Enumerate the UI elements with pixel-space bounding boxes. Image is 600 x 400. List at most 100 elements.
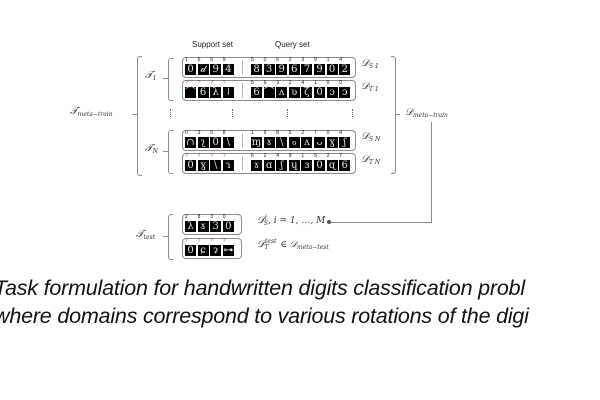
task1-brace xyxy=(168,58,173,101)
vertical-ellipsis xyxy=(170,109,173,117)
digit-label: 6 xyxy=(251,153,254,159)
handwritten-digit: ɣ xyxy=(329,137,336,148)
digit-label: 5 xyxy=(210,57,213,63)
digit-label: 1 xyxy=(326,57,330,63)
digit-label: 4 xyxy=(339,130,342,136)
digit-label: 2 xyxy=(185,214,188,220)
digit-label: 1 xyxy=(251,130,254,136)
digit-label: 2 xyxy=(263,153,267,159)
digit-label: 4 xyxy=(301,80,305,86)
row-test-target: ?0?ɕ?ɂ?⊶ xyxy=(182,238,242,259)
query-digit-image: 8\ xyxy=(276,131,288,148)
handwritten-digit: 9 xyxy=(316,64,323,75)
meta-train-domain-label: 𝒟meta−train xyxy=(405,107,448,119)
support-digit-image: ?ɿ xyxy=(222,154,234,171)
handwritten-digit: ɂ xyxy=(213,245,218,256)
handwritten-digit: ɔ xyxy=(341,87,348,98)
handwritten-digit: 9 xyxy=(212,64,219,75)
digit-label: ? xyxy=(197,238,201,244)
domain-source-1-label: 𝒟S 1 xyxy=(361,58,379,70)
digit-label: 9 xyxy=(314,57,317,63)
digit-label: 7 xyxy=(339,153,342,159)
digit-label: ? xyxy=(197,153,201,159)
digit-label: 5 xyxy=(314,153,317,159)
vertical-ellipsis xyxy=(232,109,235,117)
digit-label: 3 xyxy=(210,214,213,220)
support-query-divider xyxy=(242,60,243,75)
support-set-header: Support set xyxy=(192,40,233,49)
handwritten-digit: 2 xyxy=(341,64,348,75)
digit-label: ? xyxy=(222,80,226,86)
handwritten-digit: ℴ xyxy=(291,137,297,148)
domain-source-N-label: 𝒟S N xyxy=(361,131,381,143)
meta-train-domain-brace-tick xyxy=(396,114,400,116)
handwritten-digit: 8 xyxy=(253,64,260,75)
handwritten-digit: ɤ xyxy=(266,137,272,148)
digit-label: ? xyxy=(185,238,188,244)
digit-label: 1 xyxy=(314,80,317,86)
support-digit-image: ?ǀ xyxy=(222,81,234,98)
support-digit-image: ?ɣ xyxy=(197,154,209,171)
test-brace-tick xyxy=(163,236,168,238)
handwritten-digit: 3 xyxy=(265,64,273,75)
digit-label: 0 xyxy=(263,57,267,63)
digit-label: ? xyxy=(185,80,188,86)
digit-label: 2 xyxy=(301,130,305,136)
handwritten-digit: 6 xyxy=(199,87,207,98)
handwritten-digit: ⌒ xyxy=(185,87,196,98)
handwritten-digit: ʃ xyxy=(280,160,284,171)
digit-label: 2 xyxy=(326,153,330,159)
digit-label: 1 xyxy=(185,57,188,63)
digit-label: 0 xyxy=(326,130,330,136)
vertical-ellipsis xyxy=(287,109,290,117)
handwritten-digit: ɤ xyxy=(253,160,260,171)
handwritten-digit: ǀ xyxy=(226,87,230,98)
test-source-domain-label: 𝒟iS, i = 1, …, M xyxy=(257,214,326,227)
taskN-label: 𝒯N xyxy=(145,143,158,155)
test-brace xyxy=(168,214,173,260)
vertical-ellipsis xyxy=(352,109,355,117)
handwritten-digit: ɣ xyxy=(200,160,207,171)
handwritten-digit: 0 xyxy=(316,87,323,98)
handwritten-digit: ɕ xyxy=(200,245,206,256)
digit-label: 2 xyxy=(288,57,292,63)
digit-label: 5 xyxy=(288,130,292,136)
handwritten-digit: ʌ xyxy=(278,87,285,98)
digit-label: 0 xyxy=(222,214,226,220)
digit-label: ? xyxy=(185,153,188,159)
digit-label: 3 xyxy=(301,57,305,63)
handwritten-digit: \ xyxy=(214,160,218,171)
taskN-brace-tick xyxy=(163,151,168,153)
support-digit-image: ?ɂ xyxy=(210,239,222,256)
digit-label: 0 xyxy=(326,80,330,86)
digit-label: 1 xyxy=(301,153,305,159)
handwritten-digit: ɥ xyxy=(291,160,298,171)
digit-label: 5 xyxy=(251,80,254,86)
task1-brace-tick xyxy=(163,78,168,80)
taskN-brace xyxy=(168,130,173,174)
digit-label: 4 xyxy=(276,153,279,159)
